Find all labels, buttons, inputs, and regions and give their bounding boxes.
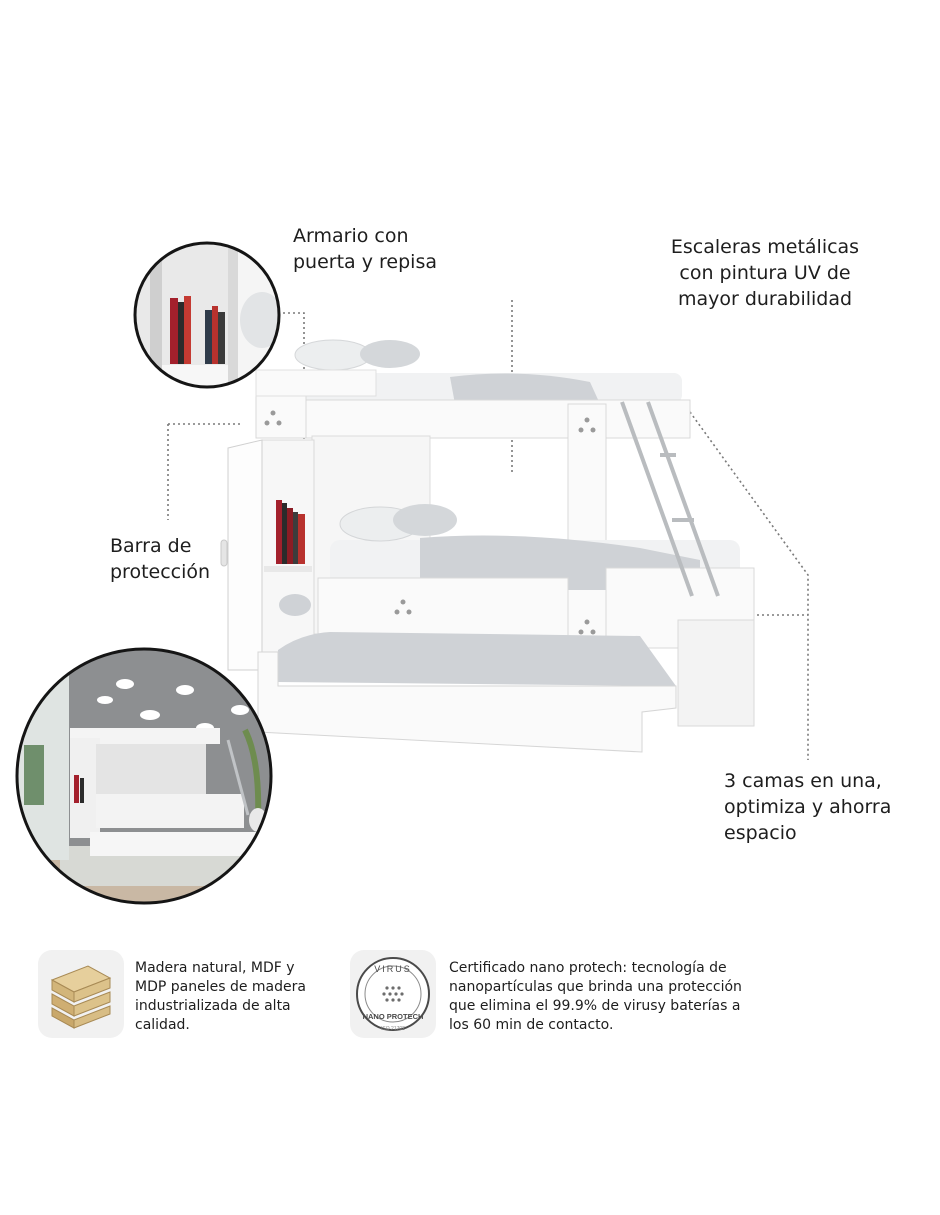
cabinet-books bbox=[276, 500, 305, 564]
callout-trundle: 3 camas en una, optimiza y ahorra espaci… bbox=[724, 768, 891, 846]
trundle-front bbox=[257, 651, 677, 753]
feature-nano-line: los 60 min de contacto. bbox=[449, 1017, 614, 1033]
nano-seal-graphic: VIRUS NANO PROTECH ISO 21702 bbox=[356, 957, 430, 1032]
trundle-mattress bbox=[276, 632, 676, 686]
cabinet-shelf bbox=[264, 566, 312, 572]
feature-wood-line: Madera natural, MDF y bbox=[135, 960, 295, 976]
room-scene-image bbox=[15, 647, 273, 905]
callout-ladder-line: Escaleras metálicas bbox=[670, 236, 860, 258]
feature-nano-text: Certificado nano protech: tecnología de … bbox=[449, 959, 742, 1035]
bunk-bed bbox=[220, 339, 755, 753]
callout-cabinet-line: Armario con bbox=[293, 225, 409, 247]
feature-nano-line: que elimina el 99.9% de virusy baterías … bbox=[449, 998, 741, 1014]
wood-planks-icon bbox=[38, 950, 124, 1038]
trundle-side bbox=[677, 619, 755, 727]
feature-nano-line: nanopartículas que brinda una protección bbox=[449, 979, 742, 995]
screw-marks bbox=[264, 410, 596, 635]
callout-rail-line: Barra de bbox=[110, 535, 192, 557]
wood-planks-graphic bbox=[50, 965, 112, 1029]
callout-trundle-line: espacio bbox=[724, 822, 797, 844]
feature-wood-line: industrializada de alta bbox=[135, 998, 291, 1014]
feature-wood-text: Madera natural, MDF y MDP paneles de mad… bbox=[135, 959, 306, 1035]
leader-line-ladder-side bbox=[689, 411, 809, 760]
leader-line-rail bbox=[167, 423, 243, 520]
cabinet-handle bbox=[220, 539, 228, 567]
feature-wood-line: MDP paneles de madera bbox=[135, 979, 306, 995]
callout-cabinet-line: puerta y repisa bbox=[293, 251, 437, 273]
top-rail-front bbox=[255, 369, 377, 397]
callout-rail: Barra de protección bbox=[110, 533, 210, 585]
top-pillow-2 bbox=[360, 340, 420, 368]
top-rail bbox=[305, 399, 691, 439]
callout-ladder-line: mayor durabilidad bbox=[677, 288, 853, 310]
seal-top-text: VIRUS bbox=[374, 964, 412, 974]
seal-bottom-text: NANO PROTECH bbox=[363, 1012, 424, 1021]
callout-trundle-line: optimiza y ahorra bbox=[724, 796, 892, 818]
post-right bbox=[567, 403, 607, 647]
callout-trundle-line: 3 camas en una, bbox=[724, 770, 882, 792]
nano-protech-seal-icon: VIRUS NANO PROTECH ISO 21702 bbox=[350, 950, 436, 1038]
callout-ladder-line: con pintura UV de bbox=[679, 262, 851, 284]
top-blanket bbox=[450, 373, 600, 404]
cabinet-door bbox=[227, 439, 263, 671]
cabinet-cushion bbox=[279, 594, 311, 616]
ladder bbox=[620, 401, 720, 597]
callout-rail-line: protección bbox=[110, 561, 211, 583]
bottom-rail bbox=[317, 577, 569, 639]
seal-small-text: ISO 21702 bbox=[381, 1026, 405, 1032]
feature-wood-line: calidad. bbox=[135, 1017, 190, 1033]
callout-ladder: Escaleras metálicas con pintura UV de ma… bbox=[645, 234, 885, 312]
bottom-pillow-2 bbox=[393, 504, 457, 536]
cabinet-detail-image bbox=[133, 241, 281, 389]
top-pillow-1 bbox=[294, 339, 372, 371]
feature-nano-line: Certificado nano protech: tecnología de bbox=[449, 960, 727, 976]
callout-cabinet: Armario con puerta y repisa bbox=[293, 223, 437, 275]
